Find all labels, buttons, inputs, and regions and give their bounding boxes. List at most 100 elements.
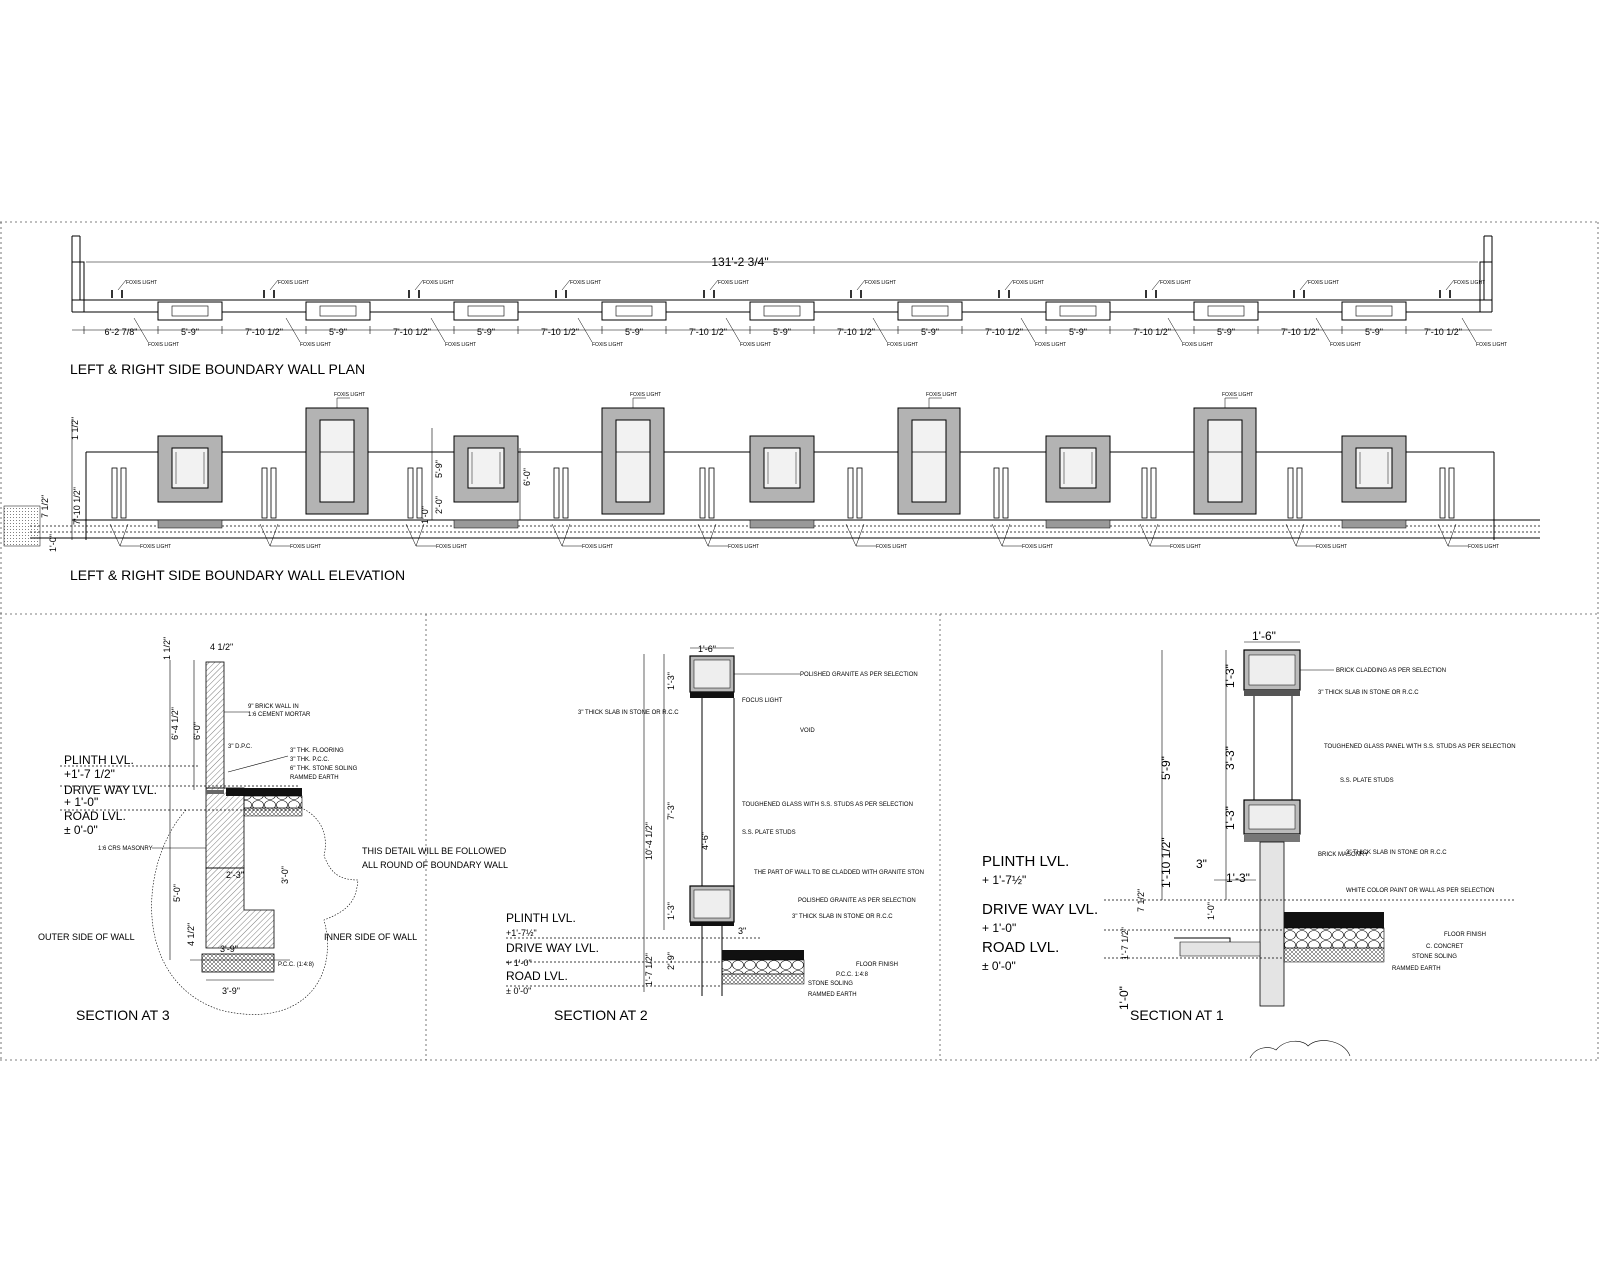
callout-label: FOXIS LIGHT <box>300 342 331 348</box>
dim-label: 5'-9" <box>477 327 495 337</box>
callout-label: FOXIS LIGHT <box>865 280 896 286</box>
section3-levels: PLINTH LVL. +1'-7 1/2" DRIVE WAY LVL. + … <box>64 753 157 837</box>
callout-label: FOXIS LIGHT <box>1222 392 1253 398</box>
section2-notes: POLISHED GRANITE AS PER SELECTION FOCUS … <box>578 672 924 998</box>
dim-label: 7'-10 1/2" <box>1424 327 1462 337</box>
dim-label: 6'-2 7/8" <box>105 327 138 337</box>
plan-pier <box>305 301 371 321</box>
dim-label: 5'-9" <box>329 327 347 337</box>
level-label: DRIVE WAY LVL. <box>64 783 157 797</box>
dim-label: 7'-10 1/2" <box>245 327 283 337</box>
section1-geometry <box>1104 641 1514 1007</box>
section2-dims: 1'-6" 1'-3" 10'-4 1/2" 7'-3" 4'-6" 1'-3"… <box>644 644 746 986</box>
section-at-1: PLINTH LVL. + 1'-7½" DRIVE WAY LVL. + 1'… <box>982 629 1516 1059</box>
level-label: ROAD LVL. <box>506 969 568 983</box>
callout-label: FOXIS LIGHT <box>1454 280 1485 286</box>
note: WHITE COLOR PAINT OR WALL AS PER SELECTI… <box>1346 888 1494 894</box>
dim-label: 5'-9" <box>1217 327 1235 337</box>
level-value: + 1'-7½" <box>982 873 1026 887</box>
note: BRICK MASONRY <box>1318 852 1368 858</box>
note: FOCUS LIGHT <box>742 698 783 704</box>
dim-label: 1'-6" <box>1252 629 1276 643</box>
elev-dim: 7'-10 1/2" <box>72 487 82 525</box>
plan-title: LEFT & RIGHT SIDE BOUNDARY WALL PLAN <box>70 361 365 377</box>
level-value: + 1'-0" <box>506 958 532 968</box>
callout-label: FOXIS LIGHT <box>1182 342 1213 348</box>
dim-label: 1'-6" <box>698 644 716 654</box>
dim-label: 7'-10 1/2" <box>1133 327 1171 337</box>
elevation-pier-short <box>453 435 519 529</box>
note: 1:6 CRS MASONRY <box>98 846 153 852</box>
callout-label: FOXIS LIGHT <box>1330 342 1361 348</box>
elevation-pier-short <box>157 435 223 529</box>
dim-label: 5'-9" <box>181 327 199 337</box>
level-label: DRIVE WAY LVL. <box>506 941 599 955</box>
callout-label: FOXIS LIGHT <box>1035 342 1066 348</box>
elev-dim: 1'-0" <box>420 506 430 524</box>
note: RAMMED EARTH <box>808 992 857 998</box>
note: RAMMED EARTH <box>1392 966 1441 972</box>
note: 3" D.P.C. <box>228 744 252 750</box>
section2-title: SECTION AT 2 <box>554 1007 648 1023</box>
dim-label: 4 1/2" <box>186 923 196 946</box>
callout-text: ALL ROUND OF BOUNDARY WALL <box>362 860 508 870</box>
callout-label: FOXIS LIGHT <box>630 392 661 398</box>
dim-label: 1'-3" <box>666 672 676 690</box>
note: C. CONCRET <box>1426 944 1464 950</box>
level-label: ROAD LVL. <box>64 809 126 823</box>
callout-label: FOXIS LIGHT <box>1308 280 1339 286</box>
note: FLOOR FINISH <box>1444 932 1486 938</box>
callout-label: FOXIS LIGHT <box>334 392 365 398</box>
callout-label: FOXIS LIGHT <box>876 544 907 550</box>
callout-label: FOXIS LIGHT <box>570 280 601 286</box>
boundary-wall-elevation: FOXIS LIGHT FOXIS LIGHT FOXIS LIGHT FOXIS L… <box>3 392 1540 583</box>
level-value: ± 0'-0" <box>982 959 1016 973</box>
note: 1:6 CEMENT MORTAR <box>248 712 311 718</box>
section3-geometry <box>60 660 359 1015</box>
callout-label: FOXIS LIGHT <box>926 392 957 398</box>
dim-label: 1'-7 1/2" <box>644 953 654 986</box>
dim-label: 3'-9" <box>222 986 240 996</box>
level-label: DRIVE WAY LVL. <box>982 901 1098 918</box>
elevation-wall-light: FOXIS LIGHT <box>1285 467 1347 550</box>
dim-label: 1'-0" <box>1206 902 1216 920</box>
elevation-wall-light: FOXIS LIGHT <box>697 467 759 550</box>
dim-label: 5'-9" <box>1159 756 1173 780</box>
elevation-pier-short <box>1045 435 1111 529</box>
note: 3" THICK SLAB IN STONE OR R.C.C <box>578 710 679 716</box>
elevation-pier-short <box>749 435 815 529</box>
note: RAMMED EARTH <box>290 775 339 781</box>
note: STONE SOLING <box>1412 954 1457 960</box>
note: 3" THK. FLOORING <box>290 748 344 754</box>
dim-label: 1'-3" <box>1223 664 1237 688</box>
callout-text: THIS DETAIL WILL BE FOLLOWED <box>362 846 507 856</box>
note: STONE SOLING <box>808 981 853 987</box>
callout-label: FOXIS LIGHT <box>740 342 771 348</box>
dim-label: 4'-6" <box>700 832 710 850</box>
sheet-frame <box>0 221 1600 1061</box>
plan-overall-dim: 131'-2 3/4" <box>711 255 768 269</box>
callout-label: FOXIS LIGHT <box>1316 544 1347 550</box>
callout-label: FOXIS LIGHT <box>423 280 454 286</box>
elevation-wall-light: FOXIS LIGHT <box>1437 467 1499 550</box>
dim-label: 5'-9" <box>1365 327 1383 337</box>
section-at-2: PLINTH LVL. +1'-7½" DRIVE WAY LVL. + 1'-… <box>506 644 924 1023</box>
elevation-wall-light: FOXIS LIGHT <box>991 467 1053 550</box>
callout-label: FOXIS LIGHT <box>1160 280 1191 286</box>
dim-label: 7'-10 1/2" <box>1281 327 1319 337</box>
elevation-wall-light: FOXIS LIGHT <box>259 467 321 550</box>
callout-text: INNER SIDE OF WALL <box>324 932 417 942</box>
note: FLOOR FINISH <box>856 962 898 968</box>
note: S.S. PLATE STUDS <box>1340 778 1394 784</box>
plan-pier <box>453 301 519 321</box>
elev-dim: 2'-0" <box>434 496 444 514</box>
dim-label: 2'-3" <box>226 870 244 880</box>
section2-geometry <box>506 647 805 996</box>
callout-label: FOXIS LIGHT <box>1022 544 1053 550</box>
plan-segment-dims: 6'-2 7/8" 5'-9" 7'-10 1/2" 5'-9" 7'-10 1/2" 5… <box>83 326 1462 337</box>
